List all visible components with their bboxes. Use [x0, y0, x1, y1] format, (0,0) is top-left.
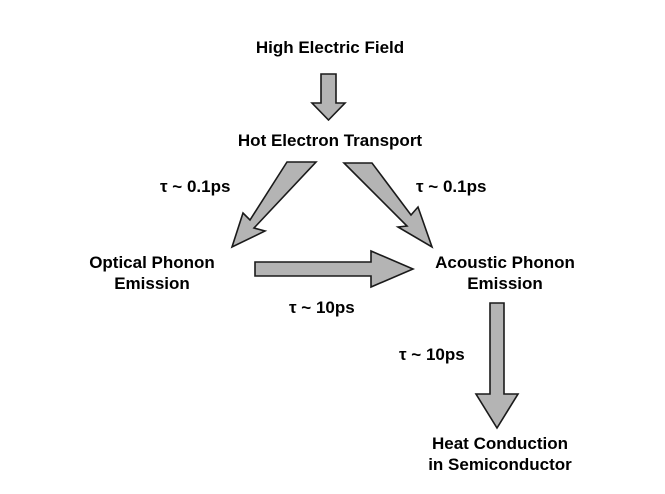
node-label-line: High Electric Field [255, 38, 405, 57]
arrow-transport-to-optical [230, 161, 318, 249]
edge-label-acoustic-to-heat: τ ~ 10ps [399, 345, 465, 364]
edge-label-transport-to-acoustic: τ ~ 0.1ps [416, 177, 487, 196]
node-hot-electron-transport: Hot Electron Transport [170, 130, 490, 151]
arrow-field-to-transport [310, 73, 347, 122]
node-high-electric-field: High Electric Field [180, 37, 480, 58]
node-label-line: Emission [114, 274, 190, 293]
node-label-line: Heat Conduction [432, 434, 568, 453]
node-label-line: Optical Phonon [89, 253, 215, 272]
edge-label-transport-to-optical: τ ~ 0.1ps [160, 177, 231, 196]
arrow-optical-to-acoustic [254, 249, 416, 289]
edge-label-optical-to-acoustic: τ ~ 10ps [289, 298, 355, 317]
node-heat-conduction: Heat Conduction in Semiconductor [400, 433, 600, 475]
node-label-line: Acoustic Phonon [435, 253, 575, 272]
node-label-line: Hot Electron Transport [237, 131, 423, 150]
arrow-acoustic-to-heat [474, 302, 520, 430]
node-label-line: Emission [467, 274, 543, 293]
node-optical-phonon-emission: Optical Phonon Emission [62, 252, 242, 294]
node-acoustic-phonon-emission: Acoustic Phonon Emission [405, 252, 605, 294]
arrow-transport-to-acoustic [342, 162, 434, 249]
node-label-line: in Semiconductor [428, 455, 572, 474]
